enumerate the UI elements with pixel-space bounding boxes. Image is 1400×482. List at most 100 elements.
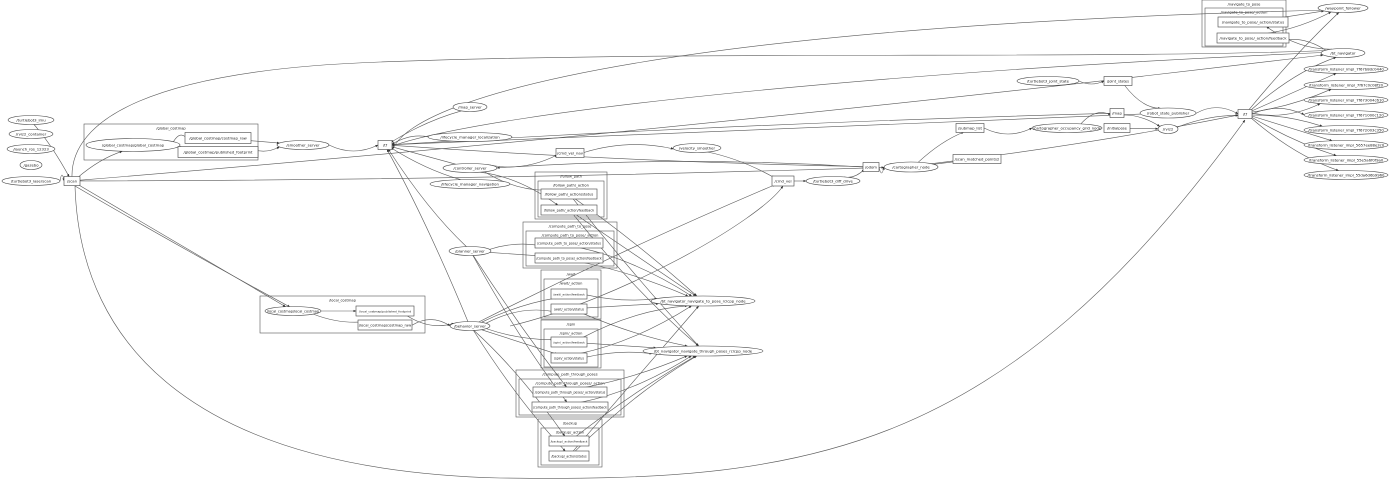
topic-box <box>1216 32 1290 44</box>
topic-spin-action-status[interactable]: /spin/_action/status <box>550 352 588 364</box>
node-rviz2-container[interactable]: /rviz2_container <box>8 129 54 139</box>
node-smoother-server[interactable]: /smoother_server <box>276 140 330 150</box>
topic-box <box>377 140 393 150</box>
topic-follow-path-action-feedback[interactable]: /follow_path/_action/feedback <box>540 204 598 216</box>
topic-tf[interactable]: /tf <box>1237 109 1253 119</box>
node-bt-navigator-navigate-to-pose-rclcpp-node[interactable]: /bt_navigator_navigate_to_pose_rclcpp_no… <box>650 295 756 307</box>
edge-odom-to-controller <box>496 161 864 169</box>
topic-backup-action-status[interactable]: /backup/_action/status <box>548 450 590 462</box>
topic-tf[interactable]: /tf <box>377 140 393 150</box>
topic-scan[interactable]: /scan <box>63 176 81 186</box>
edge-odom-to-tf <box>391 144 864 167</box>
topic-initialpose[interactable]: /initialpose <box>1103 123 1131 133</box>
node-cartographer-occupancy-grid-node[interactable]: /cartographer_occupancy_grid_node <box>1031 123 1103 133</box>
topic-map[interactable]: /map <box>1109 108 1125 118</box>
topic-global-costmap-published-footprint[interactable]: /global_costmap/published_footprint <box>177 146 259 158</box>
edge-behavior-to-cmd-vel <box>478 184 776 323</box>
topic-follow-path-action-status[interactable]: /follow_path/_action/status <box>540 188 598 200</box>
node-robot-state-publisher[interactable]: /robot_state_publisher <box>1139 107 1197 119</box>
node-lifecycle-manager-localization[interactable]: /lifecycle_manager_localization <box>427 132 513 142</box>
edge-scan-to-lc-node <box>77 184 286 307</box>
node-ellipse <box>1303 125 1389 135</box>
topic-local-costmap-costmap-raw[interactable]: /local_costmap/costmap_raw <box>357 319 413 331</box>
node-planner-server[interactable]: /planner_server <box>448 246 492 256</box>
node-local-costmap-local-costmap[interactable]: /local_costmap/local_costmap <box>264 306 322 316</box>
node-waypoint-follower[interactable]: /waypoint_follower <box>1317 3 1369 13</box>
node-ellipse <box>6 144 56 154</box>
cluster-label: /local_costmap <box>329 299 357 303</box>
node-label: /compute_path_to_pose/_action/feedback <box>536 256 602 260</box>
node-gazebo[interactable]: /gazebo <box>19 160 43 170</box>
topic-compute-path-through-poses-action-status[interactable]: /compute_path_through_poses/_action/stat… <box>532 386 608 398</box>
cluster-box <box>515 369 625 418</box>
node-controller-server[interactable]: /controller_server <box>442 163 498 173</box>
topic-box <box>1103 123 1131 133</box>
node-map-server[interactable]: /map_server <box>452 102 488 112</box>
node-rviz2[interactable]: /rviz2 <box>1157 124 1179 134</box>
node-turtlebot3-imu[interactable]: /turtlebot3_imu <box>7 115 55 125</box>
topic-cmd-vel-nav[interactable]: /cmd_vel_nav <box>555 148 585 158</box>
node-transform-listener-impl-5657ee88e3c0[interactable]: /transform_listener_impl_5657ee88e3c0 <box>1303 140 1389 150</box>
node-transform-listener-impl-7f673004c610[interactable]: /transform_listener_impl_7f673004c610 <box>1303 95 1389 105</box>
node-transform-listener-impl-7f672003c350[interactable]: /transform_listener_impl_7f672003c350 <box>1303 125 1389 135</box>
node-velocity-smoother[interactable]: /velocity_smoother <box>672 143 722 153</box>
topic-joint-states[interactable]: /joint_states <box>1103 76 1133 86</box>
topic-odom[interactable]: /odom <box>862 162 880 172</box>
topic-global-costmap-costmap-raw[interactable]: /global_costmap/costmap_raw <box>184 132 252 144</box>
node-behavior-server[interactable]: /behavior_server <box>449 321 491 331</box>
node-transform-listener-impl-7f67c0c08f20[interactable]: /transform_listener_impl_7f67c0c08f20 <box>1303 80 1389 90</box>
topic-spin-action-feedback[interactable]: /spin/_action/feedback <box>550 336 588 348</box>
node-transform-listener-impl-7f671000c120[interactable]: /transform_listener_impl_7f671000c120 <box>1303 110 1389 120</box>
edge-tf-right-to-tl3 <box>1251 108 1305 115</box>
nodes-layer: /turtlebot3_imu/rviz2_container/launch_r… <box>1 3 1389 462</box>
edge-lc-raw-to-behavior <box>411 319 451 327</box>
node-transform-listener-impl-55da6d6b9960[interactable]: /transform_listener_impl_55da6d6b9960 <box>1303 170 1389 180</box>
cluster-global-costmap: /global_costmap <box>83 123 259 161</box>
node-label: /smoother_server <box>286 142 320 147</box>
topic-compute-path-to-pose-action-status[interactable]: /compute_path_to_pose/_action/status <box>534 237 604 249</box>
node-label: /robot_state_publisher <box>1147 110 1190 115</box>
node-label: /bt_navigator_navigate_to_pose_rclcpp_no… <box>660 298 746 303</box>
topic-scan-matched-points2[interactable]: /scan_matched_points2 <box>952 154 1002 164</box>
topic-compute-path-through-poses-action-feedback[interactable]: /compute_path_through_poses/_action/feed… <box>531 401 609 413</box>
edge-spin-feedback-to-bt-n2p <box>580 304 688 339</box>
node-ellipse <box>276 140 330 150</box>
topic-box <box>862 162 880 172</box>
node-label: /controller_server <box>453 165 487 170</box>
node-turtlebot3-laserscan[interactable]: /turtlebot3_laserscan <box>1 176 61 186</box>
node-bt-navigator[interactable]: /bt_navigator <box>1320 48 1366 58</box>
node-global-costmap-global-costmap[interactable]: /global_costmap/global_costmap <box>85 138 181 152</box>
node-cartographer-node[interactable]: /cartographer_node <box>883 161 939 173</box>
cluster-label: /follow_path <box>560 175 582 179</box>
node-label: /transform_listener_impl_55da6d6b9960 <box>1308 172 1385 177</box>
node-transform-listener-impl-7f67b8dc0440[interactable]: /transform_listener_impl_7f67b8dc0440 <box>1303 64 1389 74</box>
node-transform-listener-impl-55e5a6f0f9a0[interactable]: /transform_listener_impl_55e5a6f0f9a0 <box>1303 155 1389 165</box>
topic-backup-action-feedback[interactable]: /backup/_action/feedback <box>548 435 590 447</box>
edge-spin-status-to-bt-n2p <box>578 305 692 355</box>
topic-wait-action-feedback[interactable]: /wait/_action/feedback <box>550 288 588 300</box>
node-turtlebot3-joint-state[interactable]: /turtlebot3_joint_state <box>1016 76 1080 86</box>
node-ellipse <box>1 176 61 186</box>
edge-scan-to-gc-node <box>77 150 123 178</box>
edge-planner-to-cptp-status <box>489 243 540 250</box>
node-ellipse <box>1139 107 1197 119</box>
topic-submap-list[interactable]: /submap_list <box>955 123 985 133</box>
node-bt-navigator-navigate-through-poses-rclcpp-node[interactable]: /bt_navigator_navigate_through_poses_rcl… <box>642 345 764 357</box>
edge-smoother-to-tf <box>328 144 379 152</box>
node-ellipse <box>1303 80 1389 90</box>
edge-map-to-rviz-node <box>1123 114 1161 127</box>
node-launch-ros-12323[interactable]: /launch_ros_12323 <box>6 144 56 154</box>
topic-compute-path-to-pose-action-feedback[interactable]: /compute_path_to_pose/_action/feedback <box>534 252 604 264</box>
node-lifecycle-manager-navigation[interactable]: /lifecycle_manager_navigation <box>429 179 511 189</box>
topic-cmd-vel[interactable]: /cmd_vel <box>771 175 795 187</box>
topic-local-costmap-published-footprint[interactable]: /local_costmap/published_footprint <box>355 305 415 317</box>
edge-tf-right-to-tl7 <box>1249 116 1339 171</box>
topic-box <box>548 450 590 462</box>
node-ellipse <box>672 143 722 153</box>
topic-navigate-to-pose-action-status[interactable]: /navigate_to_pose/_action/status <box>1217 16 1289 28</box>
cluster-spin-action: /spin/_action <box>543 328 599 368</box>
node-turtlebot3-diff-drive[interactable]: /turtlebot3_diff_drive <box>805 176 861 186</box>
topic-wait-action-status[interactable]: /wait/_action/status <box>550 303 588 315</box>
node-ellipse <box>1320 48 1366 58</box>
topic-navigate-to-pose-action-feedback[interactable]: /navigate_to_pose/_action/feedback <box>1216 32 1290 44</box>
